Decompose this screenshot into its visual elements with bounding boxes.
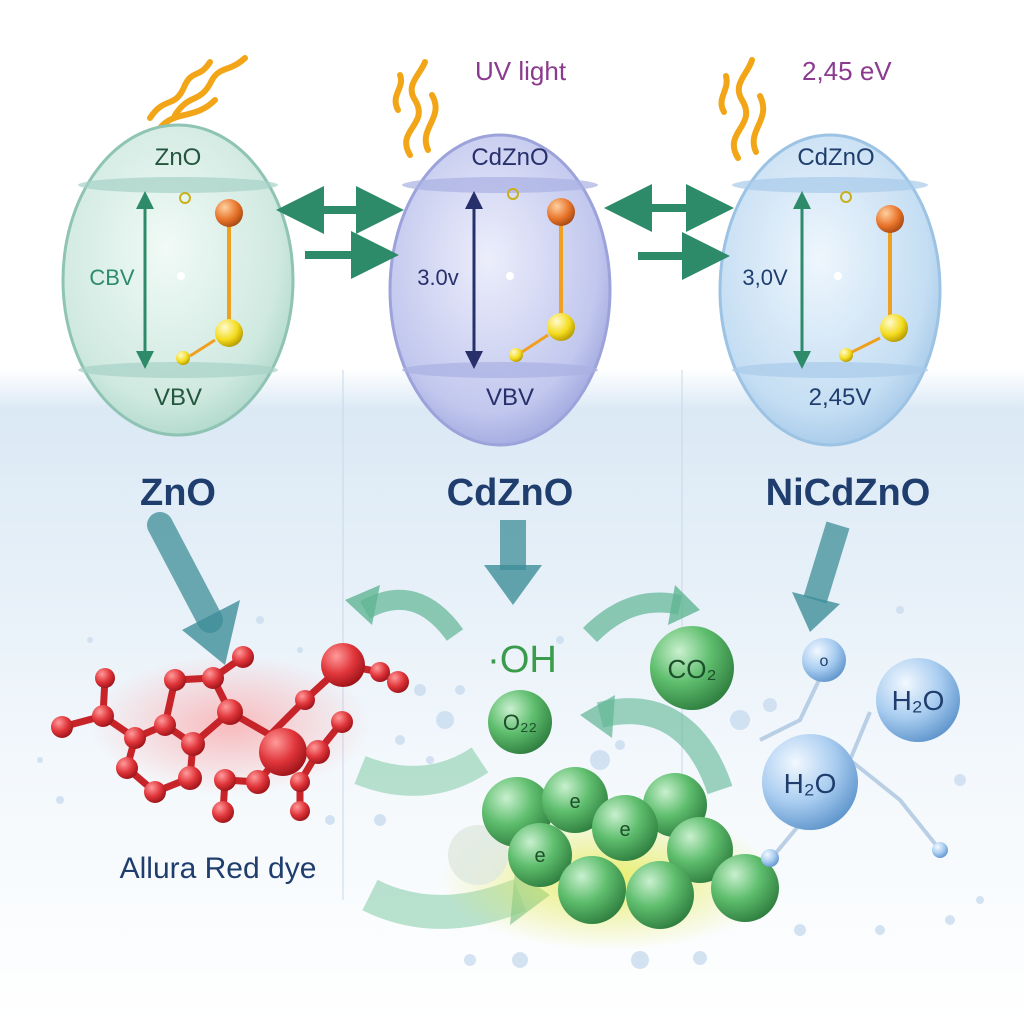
curve-arrow-mid <box>354 747 489 796</box>
curve-arrow-right-top <box>582 592 683 643</box>
uv-light-label: UV light <box>475 56 567 86</box>
hole-small-cdzno <box>509 348 523 362</box>
band-bottom-cdzno <box>402 362 598 378</box>
electron-label-3: e <box>534 845 545 867</box>
water-sphere-2 <box>762 734 858 830</box>
band-bottom-zno <box>78 362 278 378</box>
transfer-arrows-1 <box>276 186 404 279</box>
capsule-top-zno: ZnO <box>155 144 202 171</box>
hole-sphere-nicdzno <box>880 314 908 342</box>
down-arrow-head-cdzno <box>484 565 542 605</box>
small-bubble-sphere <box>802 638 846 682</box>
bubble-field <box>37 606 984 969</box>
down-arrow-head-nicdzno <box>792 592 840 632</box>
hole-small-nicdzno <box>839 348 853 362</box>
electron-sphere-nicdzno <box>876 205 904 233</box>
water-label-2: H₂O <box>784 768 837 799</box>
gap-label-zno: CBV <box>89 265 135 290</box>
center-dot-nicdzno <box>834 272 842 280</box>
capsule-top-cdzno: CdZnO <box>471 144 548 171</box>
electron-small-zno <box>179 192 191 204</box>
hole-tail-nicdzno <box>851 336 881 354</box>
down-arrow-nicdzno <box>803 521 850 604</box>
water-sphere-1 <box>876 658 960 742</box>
cluster-sphere <box>626 861 694 929</box>
capsule-top-nicdzno: CdZnO <box>797 144 874 171</box>
capsule-bottom-zno: VBV <box>154 384 202 411</box>
electron-sphere-zno <box>215 199 243 227</box>
hole-tail-cdzno <box>521 333 549 354</box>
gap-label-cdzno: 3.0v <box>417 265 459 290</box>
cluster-sphere <box>542 767 608 833</box>
curve-arrow-left-top-head <box>345 585 380 625</box>
electron-small-cdzno <box>507 188 519 200</box>
electron-label-1: e <box>569 791 580 813</box>
band-top-cdzno <box>402 177 598 193</box>
center-dot-cdzno <box>506 272 514 280</box>
hole-tail-zno <box>189 338 216 358</box>
band-bottom-nicdzno <box>732 362 928 378</box>
hole-sphere-zno <box>215 319 243 347</box>
co2-sphere <box>650 626 734 710</box>
dye-label: Allura Red dye <box>120 852 317 885</box>
cluster-sphere <box>558 856 626 924</box>
hole-small-zno <box>176 351 190 365</box>
electron-sphere-cdzno <box>547 198 575 226</box>
cluster-sphere <box>667 817 733 883</box>
material-name-zno: ZnO <box>140 472 216 514</box>
oxygen-label: O₂₂ <box>503 710 537 735</box>
cluster-sphere <box>448 825 508 885</box>
small-bubble-label: o <box>820 653 829 670</box>
electron-label-2: e <box>619 819 630 841</box>
down-arrow-zno <box>147 512 223 633</box>
down-arrow-head-zno <box>182 600 240 665</box>
cluster-sphere <box>711 854 779 922</box>
curve-arrow-oxygen-head <box>580 695 615 738</box>
flame-icon-2 <box>392 59 439 158</box>
curve-arrow-right-top-head <box>668 585 700 625</box>
cluster-sphere <box>592 795 658 861</box>
panel-cdzno: CdZnO 3.0v VBV CdZnO <box>388 133 612 514</box>
capsule-bottom-nicdzno: 2,45V <box>809 384 872 411</box>
co2-label: CO₂ <box>667 654 716 684</box>
band-top-zno <box>78 177 278 193</box>
material-name-nicdzno: NiCdZnO <box>766 472 931 514</box>
panel-nicdzno: CdZnO 3,0V 2,45V NiCdZnO <box>718 133 942 514</box>
hydroxyl-label: ·OH <box>487 639 557 681</box>
band-top-nicdzno <box>732 177 928 193</box>
capsule-bottom-cdzno: VBV <box>486 384 534 411</box>
hole-sphere-cdzno <box>547 313 575 341</box>
panel-zno: ZnO CBV VBV ZnO <box>61 123 295 514</box>
water-label-1: H₂O <box>892 685 945 716</box>
water-node <box>932 842 948 858</box>
transfer-arrows-2 <box>604 184 734 280</box>
water-node <box>761 849 779 867</box>
electron-small-nicdzno <box>840 191 852 203</box>
flame-icon-1 <box>147 55 248 131</box>
oxygen-sphere <box>488 690 552 754</box>
energy-label: 2,45 eV <box>802 56 892 86</box>
gap-label-nicdzno: 3,0V <box>742 265 788 290</box>
material-name-cdzno: CdZnO <box>447 472 574 514</box>
curve-arrow-oxygen <box>596 698 733 795</box>
center-dot-zno <box>177 272 185 280</box>
cluster-sphere <box>508 823 572 887</box>
dye-atoms <box>51 643 409 823</box>
green-cluster: e e e <box>448 767 779 929</box>
flame-icon-3 <box>718 57 767 161</box>
